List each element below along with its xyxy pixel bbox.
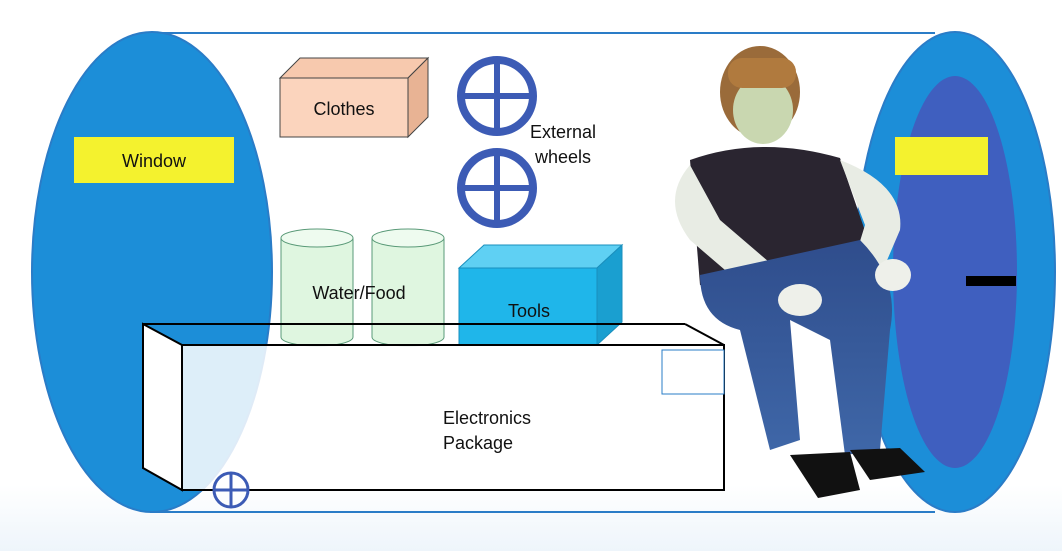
clothes-box: [279, 77, 409, 138]
small-panel: [661, 349, 725, 395]
hatch-label-box: [895, 137, 988, 175]
tools-box: [458, 267, 598, 346]
water-food-container: [280, 228, 354, 347]
electronics-package: [142, 322, 725, 492]
water-food-label: Water/Food: [312, 283, 405, 303]
wheel-icon: [457, 56, 537, 136]
external-wheels-label-line1: External: [530, 122, 596, 142]
tools-label: Tools: [508, 301, 550, 321]
external-wheels-label-line2: wheels: [534, 147, 591, 167]
hatch-door: [893, 76, 1017, 468]
electronics-label-line1: Electronics: [443, 408, 531, 428]
wheel-icon: [212, 471, 250, 509]
window-label-box: [74, 137, 234, 183]
hatch-handle: [966, 276, 1016, 286]
clothes-box-top: [278, 57, 430, 79]
electronics-label-line2: Package: [443, 433, 513, 453]
tools-box-top: [457, 244, 624, 269]
clothes-label: Clothes: [313, 99, 374, 119]
person-icon: [675, 46, 925, 498]
window-label: Window: [122, 151, 187, 171]
wheel-icon: [457, 148, 537, 228]
